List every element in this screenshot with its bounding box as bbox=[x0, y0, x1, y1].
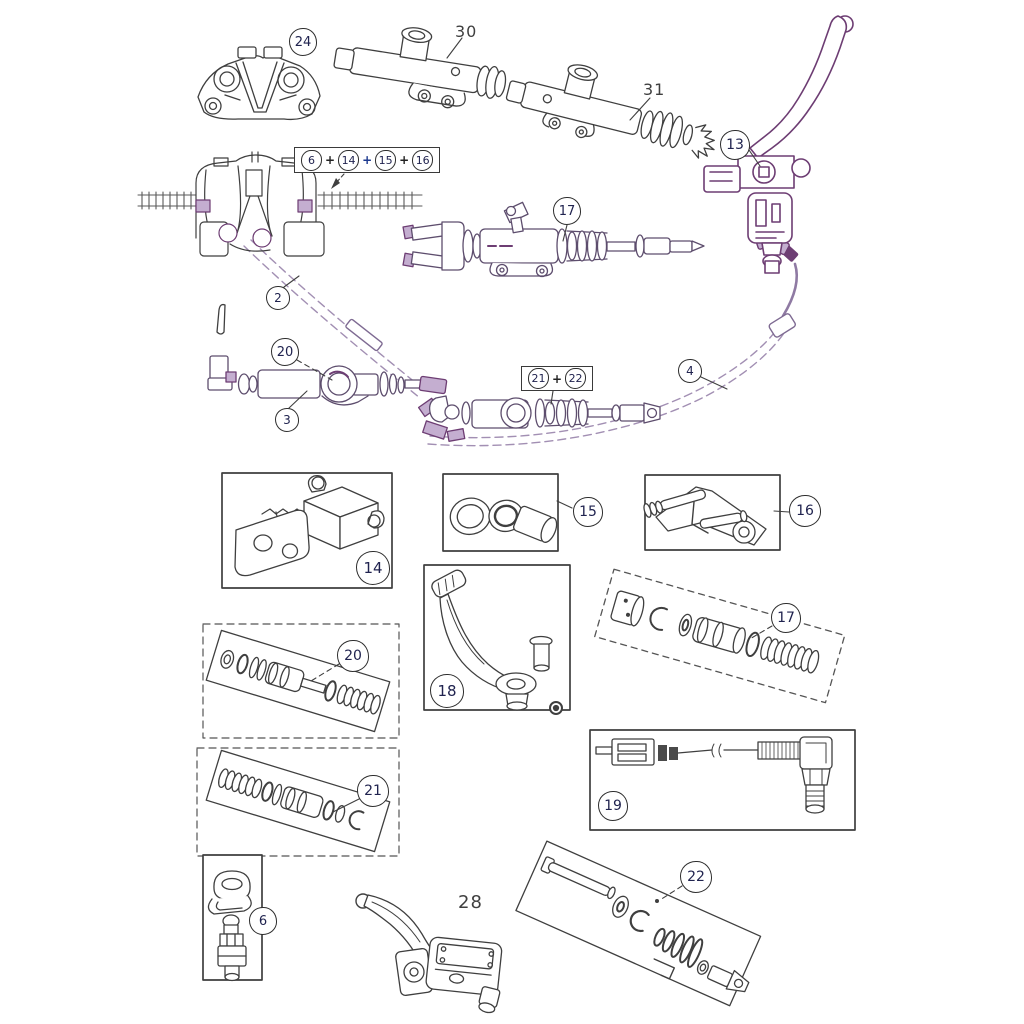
front-brake-caliper bbox=[197, 46, 321, 121]
callout-22-ref: 22 bbox=[565, 368, 587, 389]
repair-kit-20 bbox=[202, 623, 400, 739]
slave-cylinder-20 bbox=[207, 303, 448, 406]
callout-17-main: 17 bbox=[553, 197, 581, 225]
caliper-kit-combo-label: 6 + 14 + 15 + 16 bbox=[294, 147, 441, 173]
callout-24: 24 bbox=[289, 28, 317, 56]
plus-sign: + bbox=[325, 153, 336, 167]
piston-seal-kit-box bbox=[442, 473, 559, 552]
label-28: 28 bbox=[458, 892, 483, 913]
callout-15: 15 bbox=[573, 497, 603, 527]
callout-20-kit: 20 bbox=[337, 640, 369, 672]
rear-master-cylinder-17 bbox=[402, 201, 705, 278]
callout-16: 16 bbox=[789, 495, 821, 527]
cylinder-kit-combo-label: 21 + 22 bbox=[521, 366, 594, 391]
callout-19: 19 bbox=[598, 791, 628, 821]
callout-17-kit: 17 bbox=[771, 603, 801, 633]
secondary-cylinder-assembly bbox=[417, 395, 661, 442]
callout-21-ref: 21 bbox=[528, 368, 549, 389]
callout-2: 2 bbox=[266, 286, 290, 310]
brake-light-switch-box bbox=[589, 729, 856, 831]
plus-sign: + bbox=[552, 371, 563, 386]
front-brake-lever-assembly bbox=[703, 15, 854, 274]
label-30: 30 bbox=[455, 22, 478, 41]
brake-pedal-box bbox=[423, 564, 571, 715]
callout-21-kit: 21 bbox=[357, 775, 389, 807]
callout-22: 22 bbox=[680, 861, 712, 893]
callout-16-ref: 16 bbox=[412, 149, 434, 171]
plus-sign: + bbox=[399, 153, 410, 167]
mounting-rail bbox=[137, 191, 423, 210]
caliper-bracket-box bbox=[643, 474, 781, 551]
master-cylinder-repair-kit-17 bbox=[594, 568, 846, 704]
repair-kit-21 bbox=[196, 747, 400, 857]
callout-14-ref: 14 bbox=[338, 149, 360, 171]
callout-6: 6 bbox=[249, 907, 277, 935]
callout-leader-lines bbox=[283, 37, 790, 903]
callout-14: 14 bbox=[356, 551, 390, 585]
caliper-rail-assembly bbox=[195, 151, 325, 257]
callout-18: 18 bbox=[430, 674, 464, 708]
label-31: 31 bbox=[643, 80, 666, 99]
callout-6-ref: 6 bbox=[301, 149, 322, 171]
pushrod-kit-22 bbox=[515, 840, 762, 1007]
plus-sign: + bbox=[362, 153, 373, 167]
callout-4: 4 bbox=[678, 359, 702, 383]
rear-master-cylinder-body bbox=[333, 27, 507, 109]
front-brake-hose-2 bbox=[243, 239, 428, 399]
callout-15-ref: 15 bbox=[375, 149, 397, 171]
front-master-cylinder-28 bbox=[355, 893, 503, 1014]
callout-20-main: 20 bbox=[271, 338, 299, 366]
callout-13: 13 bbox=[720, 130, 750, 160]
callout-3: 3 bbox=[275, 408, 299, 432]
rear-master-cylinder-assembly bbox=[505, 64, 715, 159]
